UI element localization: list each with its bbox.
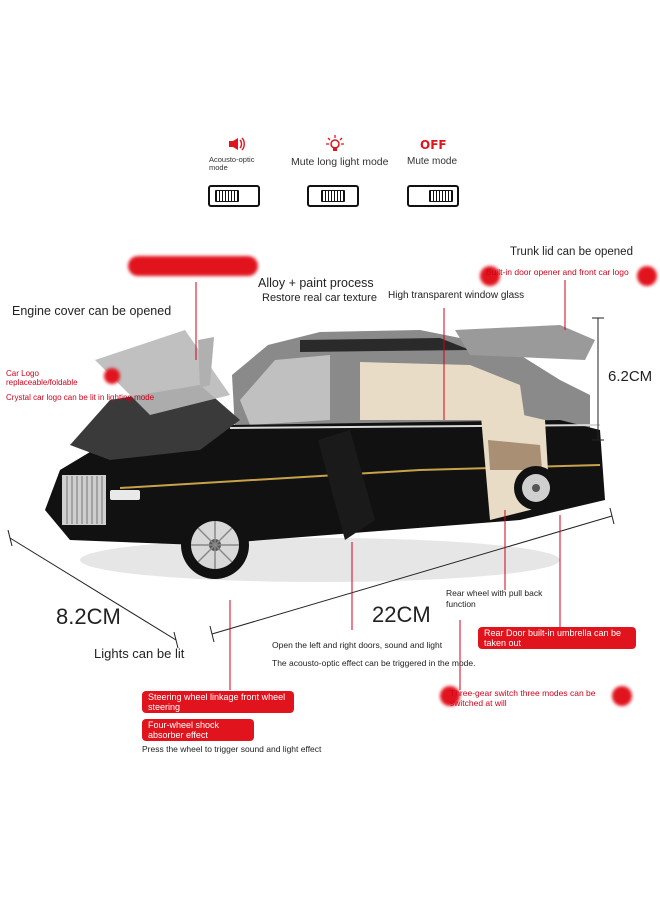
label-restore: Restore real car texture — [262, 292, 377, 304]
mode-label-mute: Mute mode — [407, 156, 458, 167]
switch-mute-light[interactable] — [307, 185, 359, 207]
highlight-dot-door — [480, 266, 500, 286]
mode-label-mute-light: Mute long light mode — [291, 156, 389, 168]
badge-umbrella: Rear Door built-in umbrella can be taken… — [478, 627, 636, 649]
label-door-opener: Built-in door opener and front car logo — [486, 267, 629, 277]
switch-mute[interactable] — [407, 185, 459, 207]
label-three-gear: Three-gear switch three modes can be swi… — [450, 688, 596, 708]
badge-shock: Four-wheel shock absorber effect — [142, 719, 254, 741]
label-engine-cover: Engine cover can be opened — [12, 304, 172, 318]
label-window-glass: High transparent window glass — [388, 290, 525, 301]
off-icon: OFF — [420, 138, 447, 152]
label-acousto-trigger: The acousto-optic effect can be triggere… — [272, 658, 476, 668]
label-press-wheel: Press the wheel to trigger sound and lig… — [142, 744, 322, 754]
speaker-icon — [228, 136, 246, 155]
label-width: 8.2CM — [56, 604, 121, 629]
light-icon — [325, 134, 345, 156]
mode-label-acousto: Acousto-optic mode — [209, 155, 255, 172]
highlight-top-left — [128, 256, 258, 276]
highlight-dot-three-gear-right — [612, 686, 632, 706]
label-length: 22CM — [372, 602, 431, 627]
label-crystal-logo: Crystal car logo can be lit in lighting … — [6, 393, 155, 402]
badge-steering: Steering wheel linkage front wheel steer… — [142, 691, 294, 713]
label-height: 6.2CM — [608, 368, 653, 385]
label-doors-sound: Open the left and right doors, sound and… — [272, 640, 443, 650]
label-car-logo: Car Logo replaceable/foldable — [6, 369, 78, 387]
label-lights: Lights can be lit — [94, 646, 185, 661]
switch-acousto[interactable] — [208, 185, 260, 207]
highlight-dot-car-logo — [104, 368, 120, 384]
label-alloy: Alloy + paint process — [258, 276, 374, 290]
highlight-dot-three-gear — [440, 686, 460, 706]
highlight-dot-logo — [637, 266, 657, 286]
label-trunk: Trunk lid can be opened — [510, 246, 633, 258]
label-rear-wheel: Rear wheel with pull back function — [446, 588, 543, 609]
